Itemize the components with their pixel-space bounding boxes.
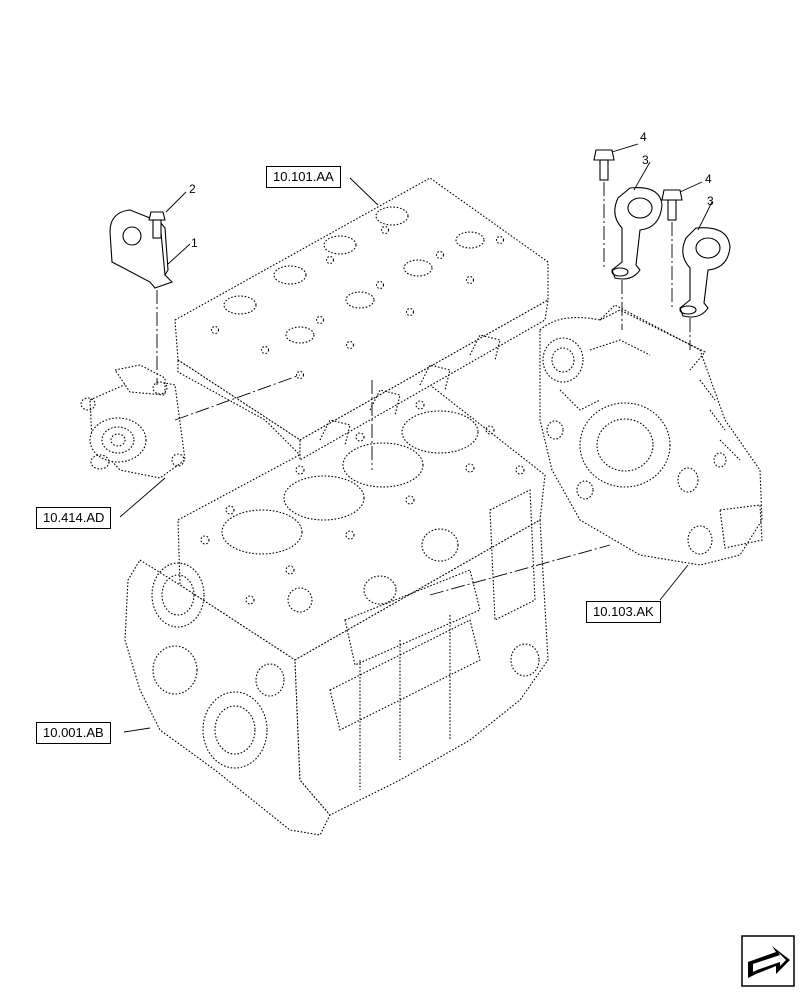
bracket — [109, 209, 174, 289]
reference-flywheel-housing[interactable]: 10.103.AK — [586, 601, 661, 623]
engine-block — [124, 384, 549, 836]
callout-lifting-bolt-a: 4 — [640, 130, 647, 144]
lifting-bolt-a — [593, 149, 615, 181]
flywheel-housing — [539, 304, 763, 566]
lifting-bolt-b — [661, 189, 683, 221]
callout-bracket-bolt: 2 — [189, 182, 196, 196]
callout-lifting-eye-b: 3 — [707, 194, 714, 208]
lifting-eye-b — [679, 227, 731, 318]
arrow-page-icon[interactable] — [741, 935, 795, 987]
water-pump — [80, 364, 186, 479]
leader-lines — [119, 143, 713, 733]
bracket-bolt — [148, 211, 166, 239]
reference-water-pump[interactable]: 10.414.AD — [36, 507, 112, 529]
cylinder-head — [174, 177, 549, 461]
reference-engine-block[interactable]: 10.001.AB — [36, 722, 111, 744]
alignment-lines — [156, 182, 691, 596]
callout-bracket: 1 — [191, 236, 198, 250]
reference-cylinder-head[interactable]: 10.101.AA — [266, 166, 341, 188]
callout-lifting-eye-a: 3 — [642, 153, 649, 167]
callout-lifting-bolt-b: 4 — [705, 172, 712, 186]
lifting-eye-a — [611, 187, 663, 280]
